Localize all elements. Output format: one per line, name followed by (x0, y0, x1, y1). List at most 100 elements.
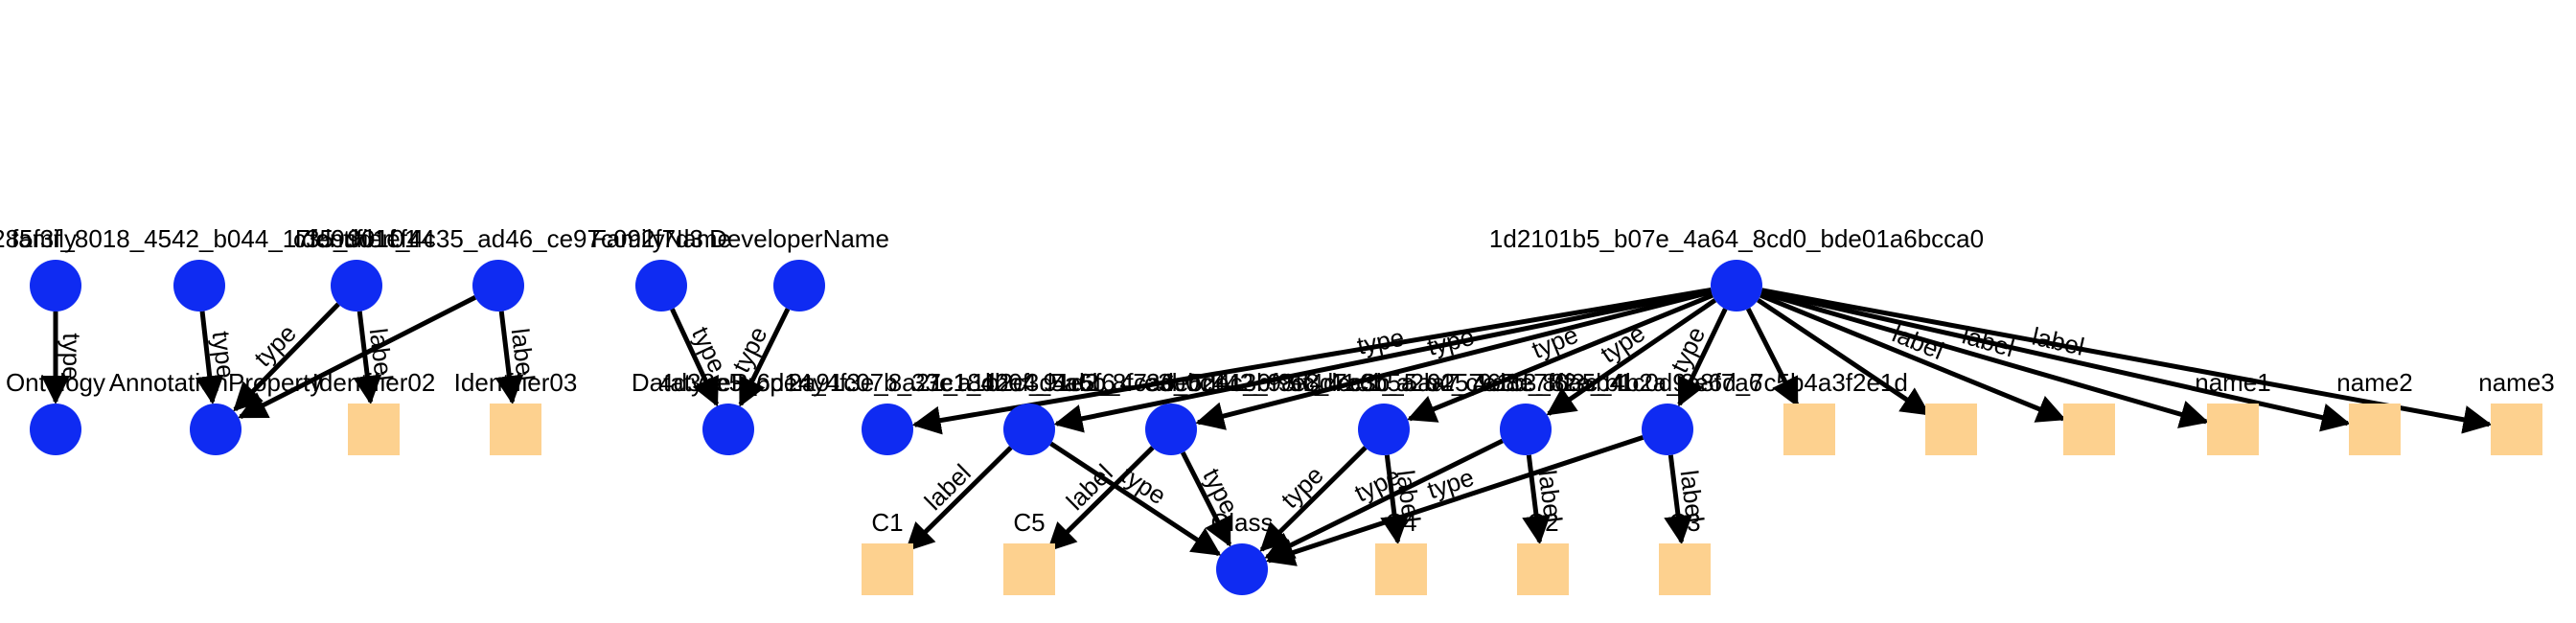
edge-dn-dp (738, 308, 791, 407)
edge-x6-c3 (1664, 454, 1693, 545)
literal-node (1517, 543, 1569, 595)
class-node (1145, 404, 1197, 455)
edge-hub-lit2 (1757, 297, 1931, 416)
edge-hub-n1 (1760, 290, 2210, 428)
node-label: FamilyName (591, 224, 731, 253)
class-node (1500, 404, 1552, 455)
node-label: family (12, 224, 77, 253)
edge-label-x4-cls: type (1276, 460, 1329, 514)
node-label: Identifier02 (312, 368, 436, 397)
literal-node (2349, 404, 2401, 455)
node-label: 7c18d2e4_5a6b_4c3d_b2e1_0f9e8d7c6b5a (928, 368, 1415, 397)
class-node (173, 260, 225, 312)
node-label: Ontology (6, 368, 105, 397)
node-label: DeveloperName (709, 224, 889, 253)
edge-label-x2-c1: label (919, 458, 977, 516)
node-label: C3 (1668, 508, 1700, 537)
class-node (702, 404, 754, 455)
edge-hub-lit3 (1760, 292, 2066, 423)
edge-x2-c1 (905, 446, 1013, 552)
literal-node (1659, 543, 1711, 595)
class-node (773, 260, 825, 312)
edge-c35-ap (238, 295, 477, 420)
class-node (1711, 260, 1762, 312)
edge-label-c35-id03: label (506, 327, 540, 382)
class-node (190, 404, 242, 455)
node-label: e3b0c442_98fc_41c1_a2b4_c9d8e7f6a5b4 (1144, 368, 1623, 397)
class-node (30, 404, 81, 455)
edge-hub-x2 (1053, 288, 1713, 433)
edge-hub-n3 (1761, 288, 2493, 434)
literal-node (490, 404, 541, 455)
node-label: 9257e1c3_8f3c_4b2a_9e6d_7c5b4a3f2e1d (1427, 368, 1908, 397)
node-label: 5f4dcc3b_5aa7_465d_8f2a_b1c0d9e8f7a6 (1289, 368, 1762, 397)
literal-node (2207, 404, 2259, 455)
edge-label-b92-ap: type (207, 330, 241, 380)
edge-hub-n2 (1760, 288, 2351, 432)
class-node (331, 260, 382, 312)
edge-label-fam-ont: type (58, 333, 86, 380)
node-label: Identifier03 (454, 368, 578, 397)
edge-hub-x3 (1195, 289, 1713, 430)
edge-c35-id03 (494, 311, 524, 405)
edge-label-x6-cls: type (1424, 463, 1478, 505)
literal-node (862, 543, 913, 595)
edge-fn-dp (670, 308, 720, 407)
edge-x5-c2 (1522, 454, 1552, 545)
class-node (862, 404, 913, 455)
node-label: name1 (2195, 368, 2271, 397)
edge-x6-cls (1265, 435, 1644, 566)
edge-idf-id02 (353, 311, 382, 405)
literal-node (2491, 404, 2542, 455)
node-label: 1d2101b5_b07e_4a64_8cd0_bde01a6bcca0 (1489, 224, 1984, 253)
node-label: Class (1210, 508, 1273, 537)
edge-label-idf-id02: label (364, 327, 399, 382)
node-label: C4 (1385, 508, 1416, 537)
edge-label-x3-c5: label (1061, 458, 1118, 516)
node-label: name3 (2478, 368, 2555, 397)
edge-x3-c5 (1046, 446, 1155, 552)
node-label: DatatypeProperty (632, 368, 825, 397)
node-label: c35_901f_4c35_ad46_ce97c092f7d3 (293, 224, 703, 253)
class-node (635, 260, 687, 312)
literal-node (1375, 543, 1427, 595)
literal-node (1783, 404, 1835, 455)
edge-x3-cls (1180, 450, 1232, 547)
edge-x5-cls (1264, 438, 1504, 560)
nodes-layer (30, 260, 2542, 595)
edge-b92-ap (195, 311, 224, 405)
class-node (1642, 404, 1693, 455)
class-node (472, 260, 524, 312)
node-label: Identifier01 (295, 224, 419, 253)
class-node (1358, 404, 1410, 455)
edge-label-x5-c2: label (1533, 469, 1568, 524)
edge-x2-cls (1049, 441, 1222, 557)
edge-idf-ap (233, 302, 340, 412)
literal-node (348, 404, 400, 455)
literal-node (1003, 543, 1055, 595)
edge-label-hub-n1: label (1959, 320, 2017, 362)
class-node (30, 260, 81, 312)
node-label: 2a91c07b_33e1_4b0f_91d2_8f7a6e5d4c3b (788, 368, 1270, 397)
edge-label-x4-c4: label (1392, 469, 1426, 524)
node-labels-layer: Ontology familyb9285f3f_8018_4542_b044_17… (0, 224, 2555, 537)
edge-x4-c4 (1380, 454, 1410, 545)
edge-hub-x1 (911, 288, 1712, 435)
literal-node (2063, 404, 2115, 455)
edge-hub-lit1 (1745, 307, 1800, 407)
node-label: 4d33e5_6d14_4f3e_8a21_a1b2c3d4e5f6 (659, 368, 1116, 397)
class-node (1216, 543, 1268, 595)
node-label: C2 (1527, 508, 1558, 537)
node-label: C5 (1013, 508, 1045, 537)
edges-layer (41, 288, 2493, 566)
literal-node (1925, 404, 1977, 455)
node-label: b9285f3f_8018_4542_b044_17fd9dd1ef44 (0, 224, 435, 253)
edge-label-idf-ap: type (248, 318, 302, 372)
edge-hub-x4 (1407, 292, 1714, 423)
edge-label-x6-c3: label (1675, 469, 1710, 524)
edge-hub-x5 (1546, 298, 1717, 416)
edge-hub-x6 (1677, 308, 1728, 407)
node-label: name2 (2336, 368, 2413, 397)
class-node (1003, 404, 1055, 455)
